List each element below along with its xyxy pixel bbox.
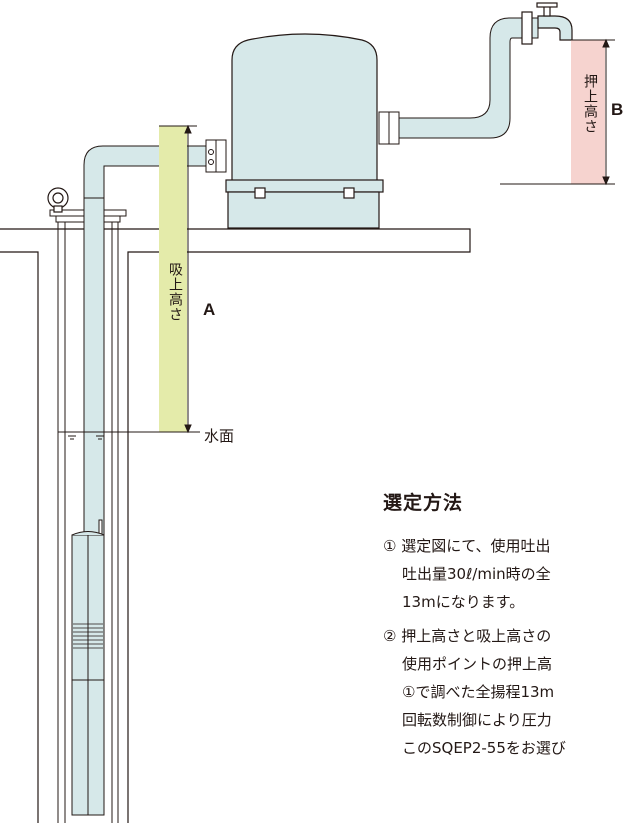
suction-pipe bbox=[83, 139, 227, 199]
step-2-line-4: 回転数制御により圧力 bbox=[402, 711, 552, 729]
faucet bbox=[521, 2, 573, 45]
step-2-line-5: このSQEP2-55をお選び bbox=[402, 739, 566, 757]
water-surface-line bbox=[58, 431, 200, 440]
discharge-height-dimension bbox=[500, 38, 615, 186]
suction-height-label: 吸上高さ bbox=[167, 262, 183, 322]
suction-height-band bbox=[159, 126, 187, 432]
pump-intake-screen bbox=[73, 623, 103, 649]
submersible-pump bbox=[71, 519, 105, 816]
step-2-line-1: ② 押上高さと吸上高さの bbox=[383, 627, 552, 645]
ground-slab bbox=[0, 228, 471, 823]
pump-unit bbox=[225, 33, 384, 229]
step-2: ② 押上高さと吸上高さの 使用ポイントの押上高 ①で調べた全揚程13m 回転数制… bbox=[383, 622, 566, 762]
suction-height-dimension bbox=[159, 124, 197, 434]
drop-pipe bbox=[83, 194, 105, 536]
discharge-pipe bbox=[378, 17, 539, 145]
step-2-line-2: 使用ポイントの押上高 bbox=[402, 655, 553, 673]
discharge-height-label: 押上高さ bbox=[582, 74, 598, 134]
step-2-line-3: ①で調べた全揚程13m bbox=[402, 683, 555, 701]
step-1-line-2: 吐出量30ℓ/min時の全 bbox=[402, 565, 551, 583]
marker-a: A bbox=[203, 300, 216, 319]
step-1-line-3: 13mになります。 bbox=[402, 593, 525, 611]
selection-method-title: 選定方法 bbox=[383, 492, 464, 514]
eye-bolt bbox=[47, 187, 69, 213]
step-1: ① 選定図にて、使用吐出 吐出量30ℓ/min時の全 13mになります。 bbox=[383, 532, 551, 616]
step-1-line-1: ① 選定図にて、使用吐出 bbox=[383, 537, 551, 555]
marker-b: B bbox=[611, 100, 624, 119]
discharge-height-band bbox=[571, 40, 605, 184]
water-surface-label: 水面 bbox=[204, 427, 235, 445]
